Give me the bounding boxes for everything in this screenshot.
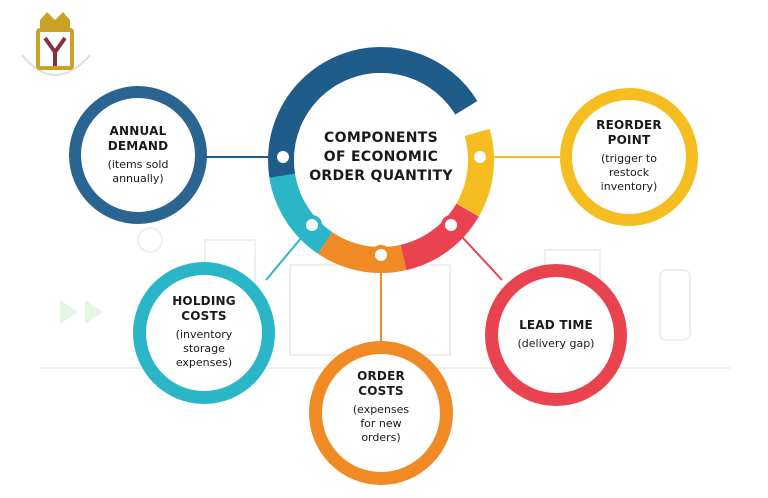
satellite-order-costs [309,341,453,485]
center-ring-yellow [268,47,494,273]
logo-frame [36,28,74,70]
holding-costs-desc-line-1: (inventory [175,328,233,341]
satellite-holding-costs [133,262,275,404]
satellite-lead-time [485,264,627,406]
ring-dot-reorder-point [470,147,490,167]
holding-costs-title-line-2: COSTS [181,309,227,323]
ring-dot-lead-time [441,215,461,235]
order-costs-title-line-2: COSTS [358,384,404,398]
holding-costs-desc-line-3: expenses) [175,356,233,369]
reorder-point-title-line-1: REORDER [596,118,662,132]
label-annual-demand: ANNUAL DEMAND (items sold annually) [88,124,188,186]
background-person-head [137,227,163,253]
annual-demand-desc: (items sold annually) [88,158,188,186]
order-costs-title-line-1: ORDER [357,369,405,383]
order-costs-desc-line-2: for new [360,417,402,430]
order-costs-title: ORDER COSTS [331,369,431,399]
reorder-point-desc-line-1: (trigger to [601,152,657,165]
logo-mark [43,36,67,66]
lead-time-title-line-1: LEAD TIME [519,318,593,332]
annual-demand-title-line-2: DEMAND [107,139,169,153]
ring-dot-order-costs [371,245,391,265]
background-bottle [659,269,691,341]
center-title-line-3: ORDER QUANTITY [309,168,453,184]
annual-demand-title: ANNUAL DEMAND [88,124,188,154]
order-costs-desc: (expenses for new orders) [331,403,431,445]
logo-icon [21,12,91,76]
order-costs-desc-line-3: orders) [361,431,401,444]
reorder-point-title-line-2: POINT [607,133,651,147]
label-holding-costs: HOLDING COSTS (inventory storage expense… [154,294,254,370]
satellite-inner-order-costs [322,354,440,472]
lead-time-desc-line-1: (delivery gap) [517,337,595,350]
satellite-inner-reorder-point [572,100,686,214]
satellite-inner-annual-demand [81,98,195,212]
satellite-inner-lead-time [498,277,614,393]
reorder-point-desc-line-2: restock [608,166,650,179]
center-title: COMPONENTS OF ECONOMIC ORDER QUANTITY [301,129,461,186]
logo-base-arc [21,54,91,76]
center-inner [294,73,468,247]
background-store [289,264,451,356]
ring-dot-annual-demand [273,147,293,167]
lead-time-desc: (delivery gap) [501,337,611,351]
satellite-inner-holding-costs [146,275,262,391]
annual-demand-desc-line-2: annually) [112,172,164,185]
reorder-point-desc-line-3: inventory) [600,180,658,193]
order-costs-desc-line-1: (expenses [352,403,410,416]
ring-dot-holding-costs [302,215,322,235]
holding-costs-desc-line-2: storage [183,342,225,355]
center-title-line-1: COMPONENTS [324,130,438,146]
satellite-annual-demand [69,86,207,224]
background-play-icon [60,300,103,324]
label-reorder-point: REORDER POINT (trigger to restock invent… [579,118,679,194]
holding-costs-title-line-1: HOLDING [172,294,236,308]
label-lead-time: LEAD TIME (delivery gap) [501,318,611,351]
center-title-line-2: OF ECONOMIC [323,149,439,165]
annual-demand-desc-line-1: (items sold [107,158,169,171]
holding-costs-desc: (inventory storage expenses) [154,328,254,370]
annual-demand-title-line-1: ANNUAL [109,124,167,138]
lead-time-title: LEAD TIME [501,318,611,333]
center-ring-red [268,46,494,273]
logo-crown [40,12,70,28]
reorder-point-desc: (trigger to restock inventory) [579,152,679,194]
reorder-point-title: REORDER POINT [579,118,679,148]
holding-costs-title: HOLDING COSTS [154,294,254,324]
satellite-reorder-point [560,88,698,226]
label-order-costs: ORDER COSTS (expenses for new orders) [331,369,431,445]
